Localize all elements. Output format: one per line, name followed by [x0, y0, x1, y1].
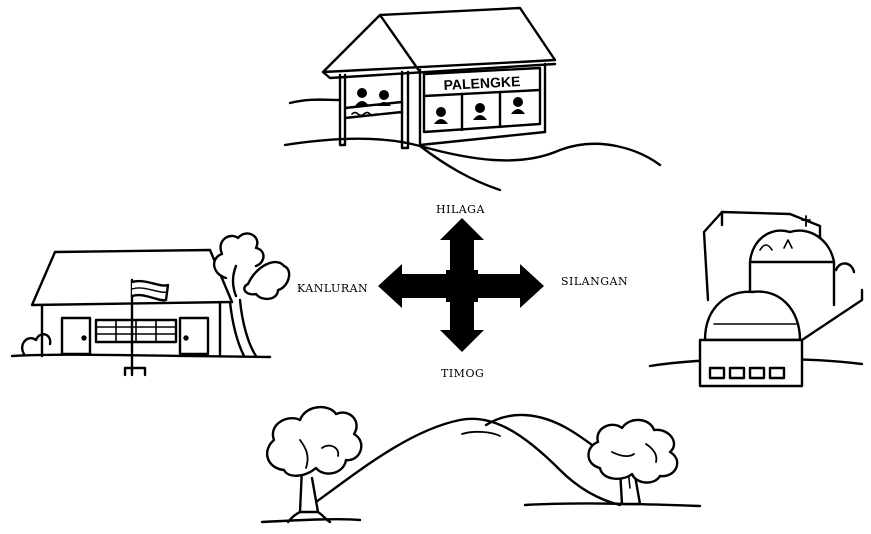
market-sign-text: PALENGKE — [443, 73, 520, 93]
compass-arrows — [378, 218, 544, 352]
west-label: KANLURAN — [297, 282, 369, 295]
arrow-east-icon — [476, 264, 544, 308]
mosque-illustration — [648, 210, 864, 388]
north-label: HILAGA — [436, 203, 485, 216]
market-illustration — [283, 6, 662, 192]
arrow-north-icon — [440, 218, 484, 272]
arrow-south-icon — [440, 300, 484, 352]
south-label: TIMOG — [441, 367, 485, 380]
arrow-west-icon — [378, 264, 448, 308]
hills-illustration — [260, 406, 702, 524]
east-label: SILANGAN — [561, 275, 629, 288]
school-illustration — [10, 232, 291, 377]
